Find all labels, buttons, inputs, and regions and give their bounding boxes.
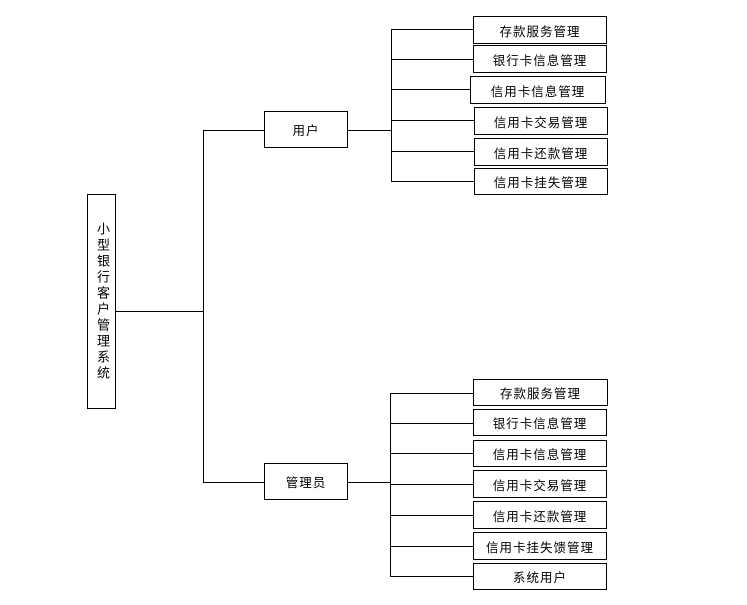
leaf-node: 信用卡挂失馈管理 [473,532,607,560]
leaf-node: 信用卡还款管理 [473,501,607,529]
leaf-node: 信用卡交易管理 [474,107,608,135]
leaf-node: 银行卡信息管理 [473,409,607,436]
leaf-node-label: 信用卡还款管理 [493,145,589,161]
leaf-node: 信用卡信息管理 [473,440,607,467]
leaf-node: 信用卡还款管理 [474,138,608,166]
leaf-node-label: 系统用户 [512,570,567,585]
leaf-node-label: 信用卡交易管理 [493,114,589,130]
leaf-node-label: 信用卡还款管理 [492,508,588,524]
leaf-node: 银行卡信息管理 [473,45,607,73]
leaf-node-label: 信用卡信息管理 [490,83,586,99]
leaf-node: 存款服务管理 [473,16,607,44]
root-node: 小型银行客户管理系统 [87,194,116,409]
leaf-node: 信用卡信息管理 [470,76,606,104]
leaf-node: 信用卡交易管理 [473,470,607,498]
leaf-node-label: 信用卡挂失管理 [493,175,589,190]
leaf-node-label: 信用卡信息管理 [492,447,588,462]
branch-node-admin: 管理员 [264,463,348,500]
leaf-node-label: 存款服务管理 [499,23,581,39]
branch-node-label: 用户 [292,123,320,138]
leaf-node: 系统用户 [473,563,607,590]
leaf-node: 存款服务管理 [473,379,608,406]
branch-node-label: 管理员 [285,475,327,490]
leaf-node-label: 银行卡信息管理 [492,416,588,431]
root-node-label: 小型银行客户管理系统 [94,221,109,382]
leaf-node-label: 信用卡挂失馈管理 [485,539,594,555]
branch-node-user: 用户 [264,111,348,148]
leaf-node: 信用卡挂失管理 [474,168,608,195]
leaf-node-label: 银行卡信息管理 [492,52,588,68]
leaf-node-label: 存款服务管理 [499,386,581,401]
leaf-node-label: 信用卡交易管理 [492,477,588,493]
